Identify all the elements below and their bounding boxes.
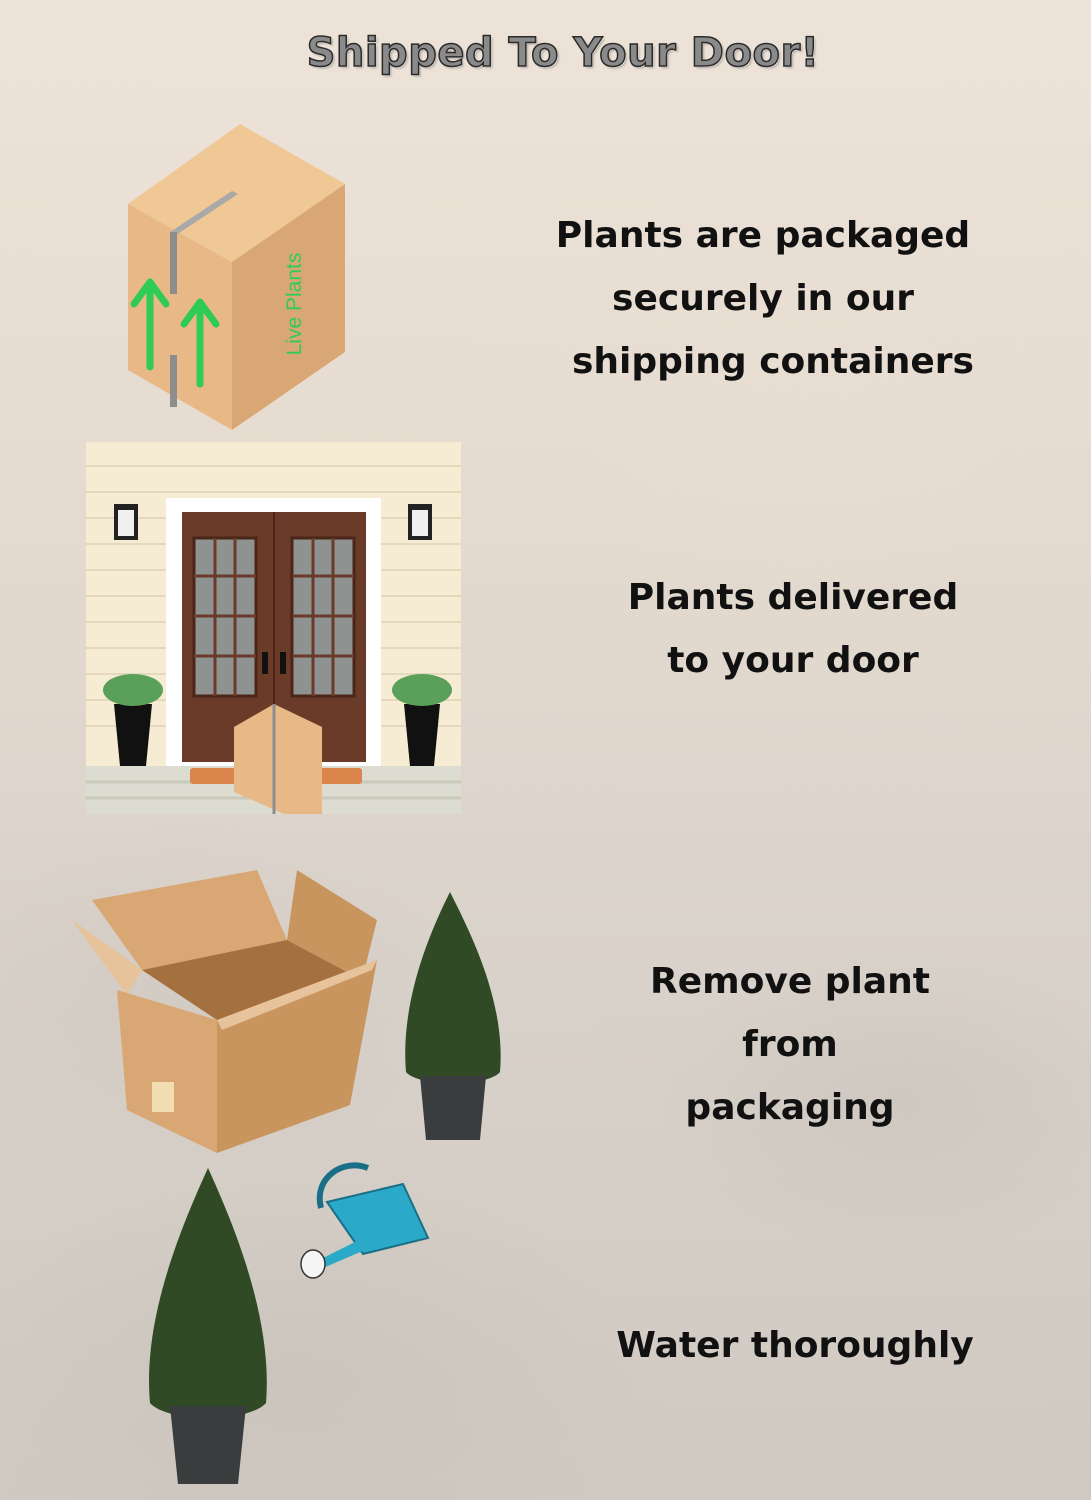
step-1-caption: Plants are packaged securely in our ship… (555, 215, 974, 382)
box-label: Live Plants (283, 252, 306, 356)
potted-plant-icon (138, 1168, 278, 1486)
watering-can-icon (293, 1158, 433, 1288)
open-box-illustration (72, 860, 382, 1155)
step-4-caption: Water thoroughly (616, 1325, 974, 1366)
page-title: Shipped To Your Door! (306, 29, 820, 77)
step-3-caption: Remove plant from packaging (649, 961, 931, 1128)
potted-plant-icon (398, 892, 508, 1142)
front-door-delivery-illustration (86, 442, 461, 814)
closed-shipping-box-illustration: Live Plants (120, 122, 350, 432)
step-2-caption: Plants delivered to your door (627, 577, 959, 681)
